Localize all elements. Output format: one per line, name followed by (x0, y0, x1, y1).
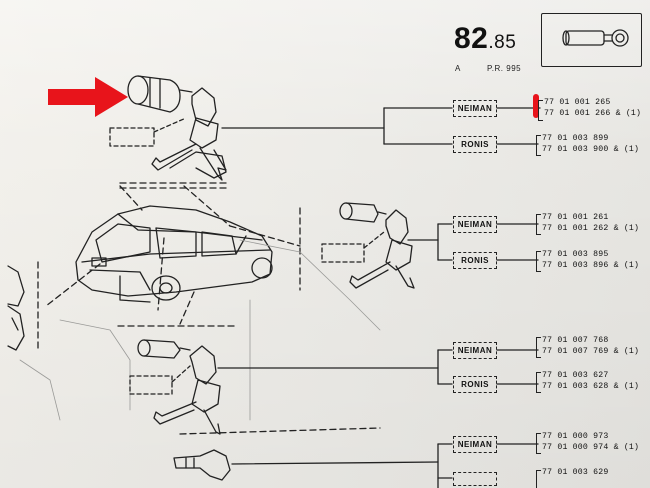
part-number: 77 01 003 899 (542, 134, 609, 143)
part-number: 77 01 003 628 & (1) (542, 382, 640, 391)
label-ronis-2: RONIS (453, 252, 497, 269)
part-number: 77 01 001 261 (542, 213, 609, 222)
part-number: 77 01 001 266 & (1) (544, 109, 642, 118)
part-number: 77 01 003 895 (542, 250, 609, 259)
boot-lock-drawing (339, 202, 415, 289)
brace (536, 372, 541, 393)
header-pr-ref: P.R. 995 (487, 64, 522, 73)
label-ronis-1: RONIS (453, 136, 497, 153)
brace (536, 433, 541, 454)
label-neiman-4: NEIMAN (453, 436, 497, 453)
label-neiman-1: NEIMAN (453, 100, 497, 117)
part-number: 77 01 000 973 (542, 432, 609, 441)
brace (536, 337, 541, 358)
part-number: 77 01 001 262 & (1) (542, 224, 640, 233)
part-number: 77 01 007 769 & (1) (542, 347, 640, 356)
side-lock-drawing (7, 265, 25, 351)
highlight-marker (533, 94, 539, 118)
part-number: 77 01 003 627 (542, 371, 609, 380)
page-code: 82.85 (454, 22, 516, 56)
part-number: 77 01 007 768 (542, 336, 609, 345)
brace (536, 214, 541, 235)
brace (536, 251, 541, 272)
lock-cylinder-icon (562, 29, 629, 47)
ignition-lock-drawing (137, 339, 221, 435)
label-partial-4 (453, 472, 497, 486)
page-code-major: 82 (454, 22, 489, 55)
header-variant: A (455, 64, 461, 73)
part-number: 77 01 003 896 & (1) (542, 261, 640, 270)
brace (536, 470, 541, 488)
label-ronis-3: RONIS (453, 376, 497, 393)
label-neiman-2: NEIMAN (453, 216, 497, 233)
red-arrow-indicator (48, 77, 128, 117)
brace (538, 100, 543, 121)
part-number: 77 01 001 265 (544, 98, 611, 107)
page-code-minor: .85 (488, 32, 517, 53)
label-neiman-3: NEIMAN (453, 342, 497, 359)
part-number: 77 01 000 974 & (1) (542, 443, 640, 452)
door-lock-barrel-drawing (127, 75, 227, 181)
car-drawing (75, 205, 273, 303)
brace (536, 135, 541, 156)
header-illustration-box (541, 13, 642, 67)
fuel-cap-lock-drawing (173, 449, 231, 481)
part-number: 77 01 003 629 (542, 468, 609, 477)
part-number: 77 01 003 900 & (1) (542, 145, 640, 154)
